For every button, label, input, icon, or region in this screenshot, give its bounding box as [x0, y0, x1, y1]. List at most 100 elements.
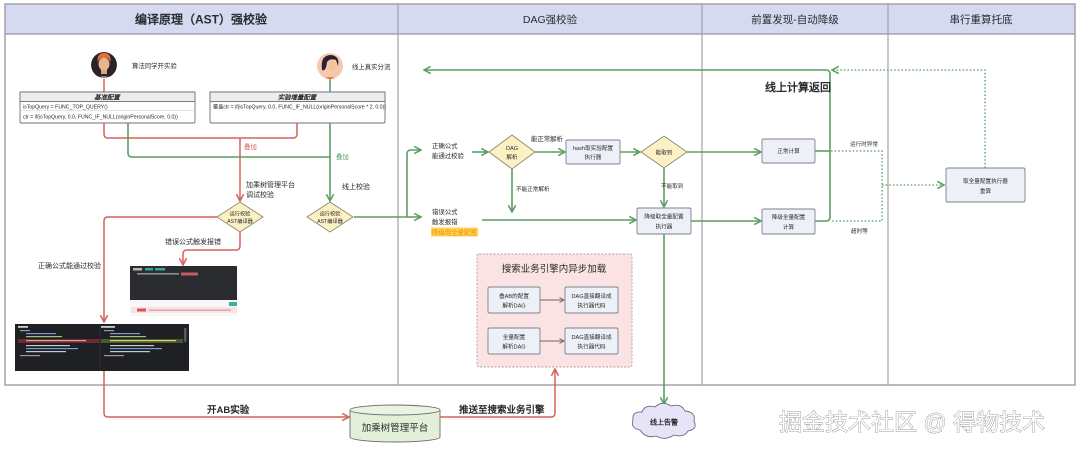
platform-label: 加乘树管理平台 [362, 422, 429, 434]
overlay-label-red: 叠加 [244, 142, 257, 151]
compiler-decision-debug: 运行校验 AST编译器 [216, 201, 264, 233]
debug-check-label: 调试校验 [246, 190, 274, 199]
column-header-dag: DAG强校验 [523, 13, 578, 26]
debug-check-label: 加乘树管理平台 [246, 180, 295, 189]
online-return-arrow [424, 70, 831, 222]
actor-label-online: 线上真实分流 [352, 62, 391, 71]
box-label: DAG直接翻译成 [571, 333, 611, 341]
parse-fail-label: 不能正常解析 [516, 185, 550, 193]
box-label: 正常计算 [777, 147, 800, 155]
open-ab-label: 开AB实验 [207, 404, 250, 416]
fallback-executor-box: 降级取全量配置 执行器 [636, 207, 692, 235]
avatar-algorithm-engineer [91, 52, 117, 78]
dag-parse-decision: DAG 解析 [488, 134, 536, 170]
box-label: 计算 [783, 223, 795, 231]
degrade-section: 正常计算 降级全量配置 计算 线上计算返回 运行时异常 超时等 [424, 70, 883, 235]
code-diff-screenshot [15, 324, 189, 371]
base-config-line: isTopQuery = FUNC_TOP_QUERY() [23, 105, 108, 111]
online-return-label: 线上计算返回 [765, 80, 831, 94]
dag-error-label: 触发报错 [432, 217, 458, 226]
flow-arrow-red [183, 232, 241, 265]
box-label: 降级全量配置 [772, 213, 806, 221]
fetch-fail-label: 不能取到 [661, 182, 684, 190]
online-alert-cloud: 线上告警 [631, 402, 696, 439]
error-formula-label: 错误公式触发报错 [165, 237, 221, 246]
bottom-flow: 开AB实验 加乘树管理平台 推送至搜索业务引擎 线上告警 [103, 369, 696, 443]
decision-label: 解析 [506, 153, 518, 161]
flow-line-green [127, 123, 330, 158]
dag-section: 正确公式 能通过校验 错误公式 触发报错 降级用全量配置 DAG 解析 能正常解… [431, 134, 692, 404]
dag-pass-label: 正确公式 [432, 141, 458, 150]
experiment-config-line: 覆盖ctr = if(isTopQuery, 0.0, FUNC_IF_NULL… [213, 103, 386, 111]
column-headers: 编译原理（AST）强校验 DAG强校验 前置发现-自动降级 串行重算托底 [134, 12, 1013, 27]
dotted-exception-line [831, 150, 883, 222]
box-label: hash取实验配置 [573, 144, 614, 152]
recompute-box: 取全量配置执行器 重算 [945, 167, 1026, 203]
box-label: 全量配置 [503, 333, 526, 341]
overlay-label-green: 叠加 [336, 152, 349, 161]
decision-label: 能取到 [656, 149, 673, 157]
box-label: 执行器代码 [578, 302, 606, 310]
box-label: DAG直接翻译成 [571, 292, 611, 300]
frame-border [4, 3, 1076, 386]
async-loading-group: 搜索业务引擎内异步加载 叠AB的配置 解析DAG DAG直接翻译成 执行器代码 … [476, 253, 633, 368]
box-label: 降级取全量配置 [644, 213, 684, 221]
online-check-label: 线上校验 [342, 182, 370, 191]
alert-label: 线上告警 [650, 418, 678, 427]
experiment-config-card: 实验增量配置 覆盖ctr = if(isTopQuery, 0.0, FUNC_… [209, 91, 386, 124]
flow-arrow-red [103, 371, 349, 417]
watermark: 掘金技术社区 @ 得物技术 [779, 409, 1045, 435]
ast-section: 算法同学开实验 线上真实分流 基准配置 isTopQuery = FUNC_TO… [15, 52, 391, 371]
decision-label: AST编译器 [317, 217, 343, 225]
decision-label: 运行校验 [320, 210, 342, 218]
swimlane-frame [4, 3, 1076, 386]
async-group-title: 搜索业务引擎内异步加载 [502, 263, 607, 275]
base-config-title: 基准配置 [94, 93, 121, 101]
column-header-degrade: 前置发现-自动降级 [751, 13, 839, 26]
box-label: 执行器 [585, 153, 602, 161]
flow-arrow-red [440, 369, 555, 418]
box-label: 执行器 [656, 223, 673, 231]
fetch-decision: 能取到 [640, 135, 688, 169]
highlight-marker [431, 227, 478, 237]
compiler-decision-online: 运行校验 AST编译器 [306, 201, 354, 233]
column-header-recompute: 串行重算托底 [950, 13, 1013, 26]
flow-arrow-green [406, 150, 421, 217]
runtime-error-label: 运行时异常 [850, 140, 878, 148]
pass-formula-label: 正确公式能通过校验 [38, 261, 101, 270]
box-label: 取全量配置执行器 [963, 177, 1008, 185]
box-label: 解析DAG [502, 302, 525, 310]
decision-label: 运行校验 [230, 210, 252, 218]
avatar-online-traffic [317, 53, 343, 79]
dag-pass-label: 能通过校验 [432, 151, 465, 160]
hash-executor-box: hash取实验配置 执行器 [565, 139, 621, 165]
box-label: 执行器代码 [578, 343, 606, 351]
flow-line-red [103, 123, 298, 139]
box-label: 解析DAG [502, 343, 525, 351]
base-config-card: 基准配置 isTopQuery = FUNC_TOP_QUERY() ctr =… [19, 91, 196, 124]
base-config-line: ctr = if(isTopQuery, 0.0, FUNC_IF_NULL(o… [23, 115, 178, 121]
flow-arrow-red [104, 216, 217, 322]
dag-error-highlight: 降级用全量配置 [432, 228, 477, 237]
timeout-label: 超时等 [851, 227, 868, 235]
async-target-box [564, 286, 619, 314]
fallback-compute-box: 降级全量配置 计算 [761, 208, 816, 235]
actor-label-algorithm: 算法同学开实验 [132, 61, 177, 70]
decision-label: AST编译器 [227, 217, 253, 225]
parse-ok-label: 能正常解析 [531, 134, 564, 143]
experiment-config-title: 实验增量配置 [278, 93, 318, 101]
header-band [5, 4, 1075, 34]
recompute-section: 取全量配置执行器 重算 [832, 70, 1026, 203]
dotted-return-arrow [832, 70, 986, 168]
box-label: 叠AB的配置 [499, 292, 529, 300]
async-target-box [564, 327, 619, 355]
box-label: 重算 [980, 187, 992, 195]
normal-compute-box: 正常计算 [761, 138, 816, 164]
error-console-screenshot [130, 266, 237, 316]
platform-database-cylinder: 加乘树管理平台 [349, 404, 441, 443]
decision-label: DAG [506, 146, 518, 152]
column-header-ast: 编译原理（AST）强校验 [134, 12, 268, 27]
dag-error-label: 错误公式 [432, 207, 458, 216]
push-label: 推送至搜索业务引擎 [459, 404, 545, 416]
